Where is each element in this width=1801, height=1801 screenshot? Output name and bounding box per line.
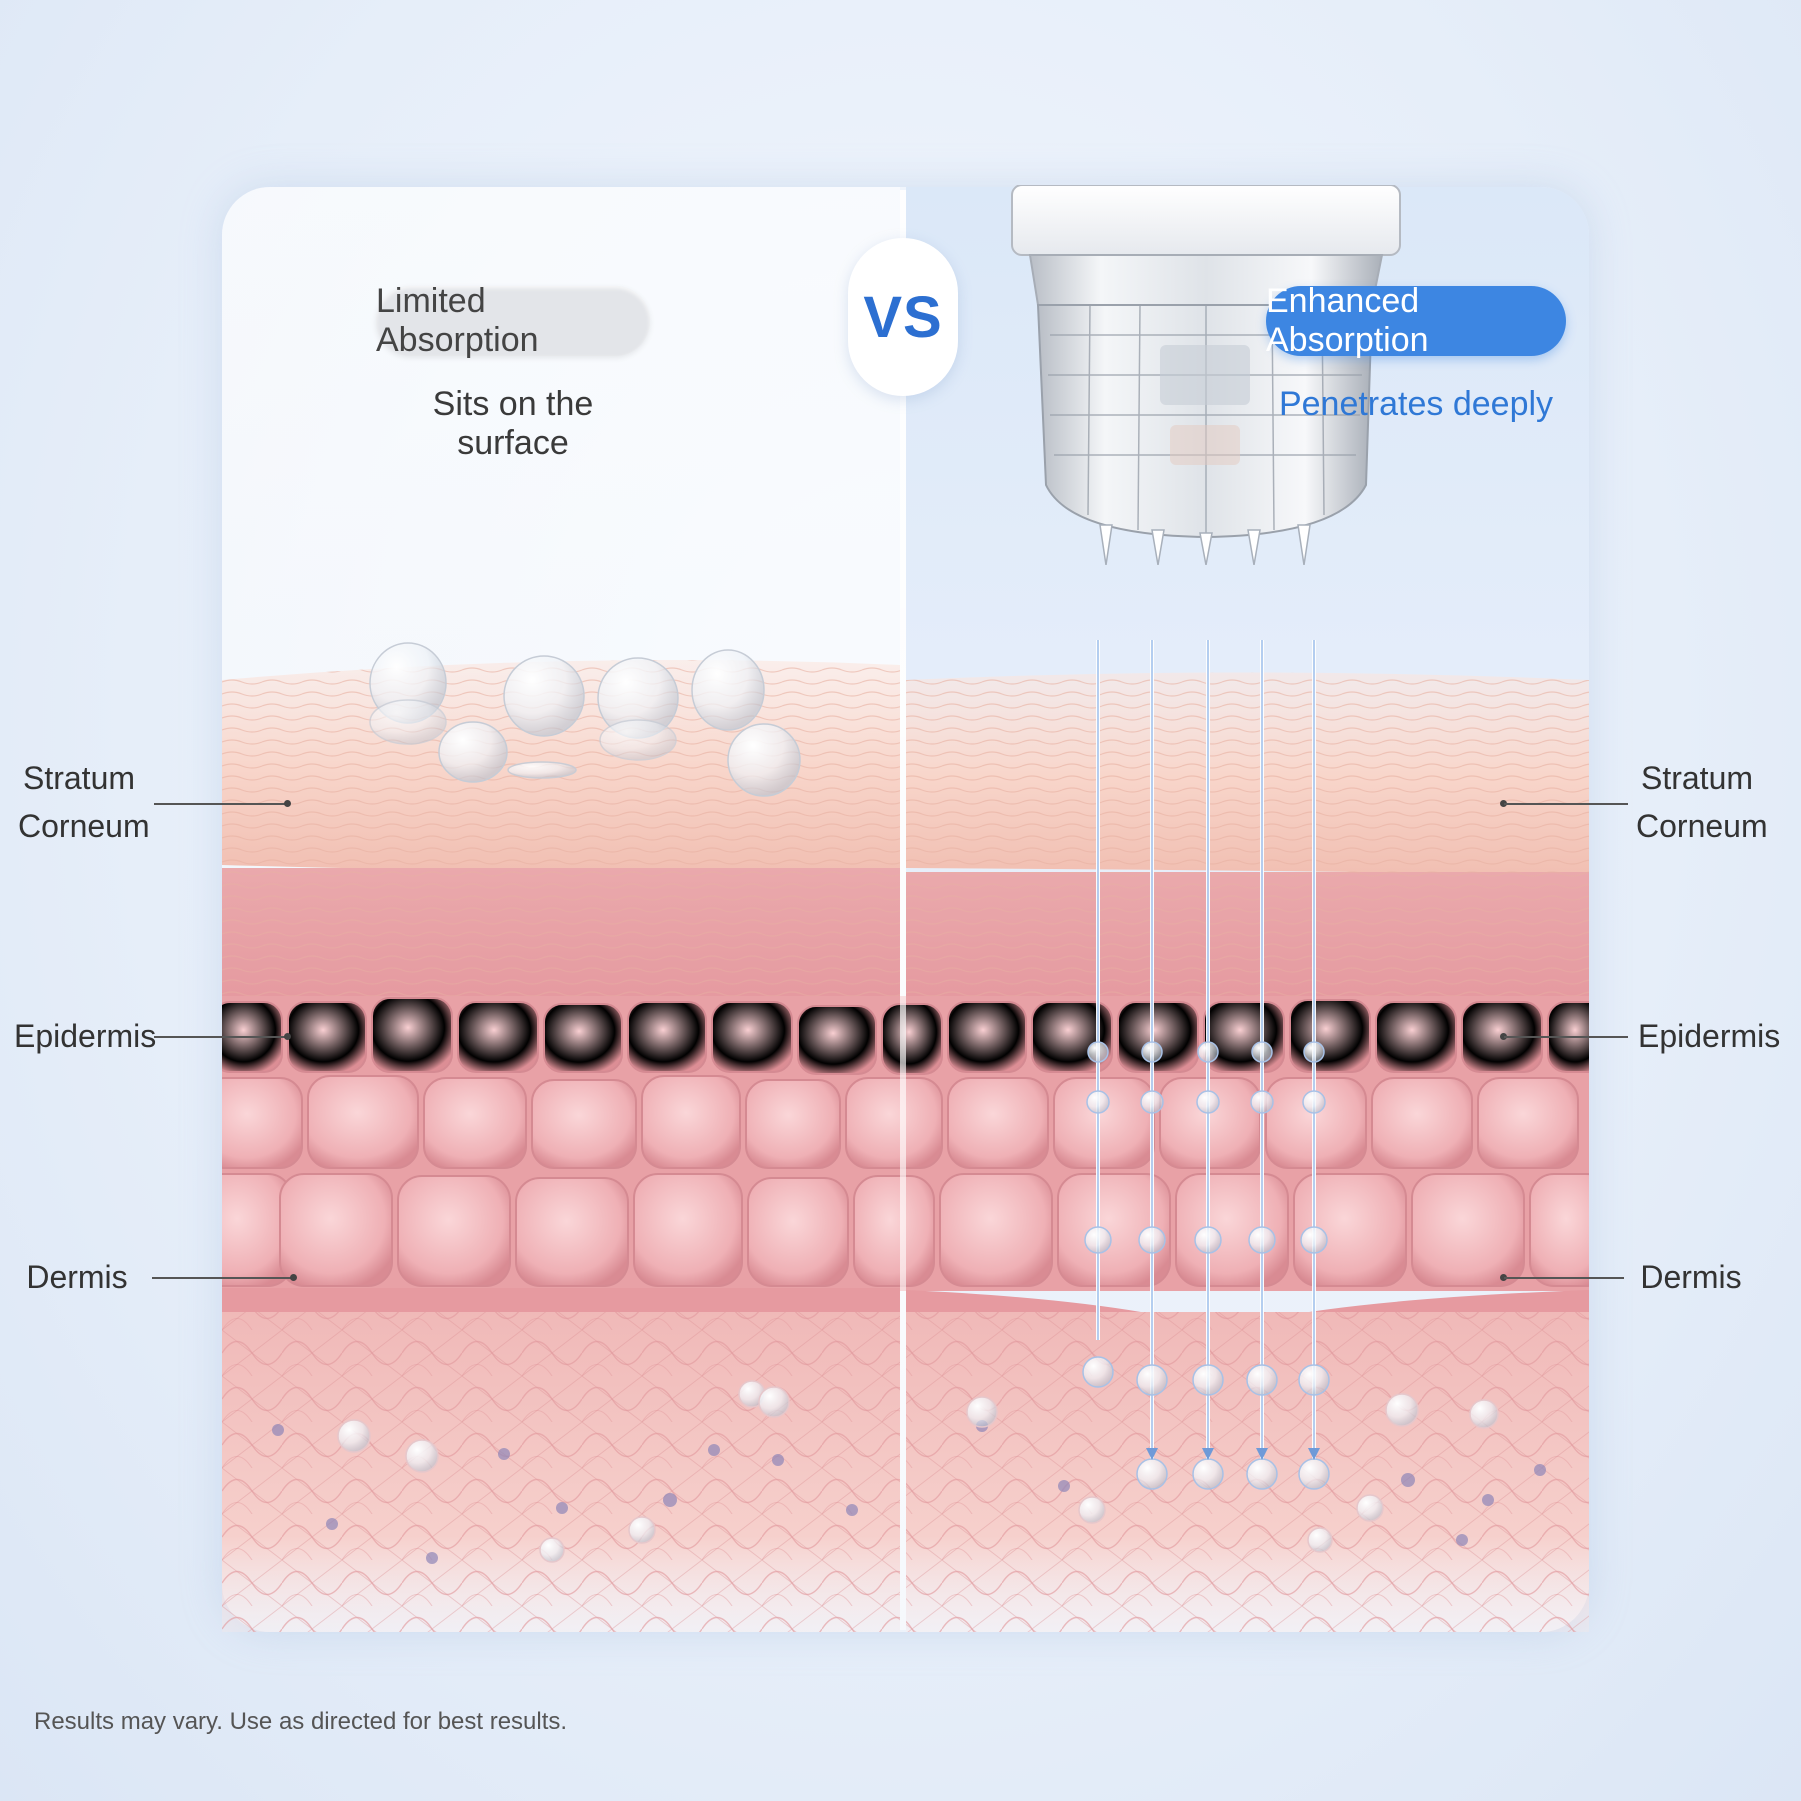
marker-epidermis-right <box>1500 1033 1507 1040</box>
label-dermis-right: Dermis <box>1640 1259 1742 1295</box>
vs-label: VS <box>863 284 943 350</box>
label-stratum-corneum-left: Stratum Corneum <box>18 760 150 844</box>
leader-stratum-corneum-right <box>1504 803 1628 805</box>
marker-stratum-corneum-right <box>1500 800 1507 807</box>
applicator-device-illustration <box>1011 185 1401 565</box>
leader-dermis-right <box>1504 1277 1624 1279</box>
enhanced-absorption-label: Enhanced Absorption <box>1266 282 1429 359</box>
enhanced-absorption-badge: Enhanced Absorption <box>1266 282 1566 359</box>
leader-epidermis-left <box>154 1036 288 1038</box>
limited-absorption-label: Limited Absorption <box>376 282 539 359</box>
label-epidermis-left: Epidermis <box>14 1018 157 1054</box>
leader-dermis-left <box>152 1277 292 1279</box>
marker-dermis-right <box>1500 1274 1507 1281</box>
marker-stratum-corneum-left <box>284 800 291 807</box>
marker-epidermis-left <box>284 1033 291 1040</box>
sits-on-surface-caption: Sits on the surface <box>432 385 594 462</box>
disclaimer-text: Results may vary. Use as directed for be… <box>34 1708 568 1735</box>
label-stratum-corneum-right: Stratum Corneum <box>1636 760 1768 844</box>
leader-epidermis-right <box>1504 1036 1628 1038</box>
marker-dermis-left <box>290 1274 297 1281</box>
penetrates-deeply-caption: Penetrates deeply <box>1278 385 1554 423</box>
label-epidermis-right: Epidermis <box>1638 1018 1781 1054</box>
label-dermis-left: Dermis <box>26 1259 128 1295</box>
vs-badge: VS <box>848 238 958 396</box>
panel-divider <box>900 190 906 1630</box>
leader-stratum-corneum-left <box>154 803 288 805</box>
limited-absorption-badge: Limited Absorption <box>376 282 650 359</box>
